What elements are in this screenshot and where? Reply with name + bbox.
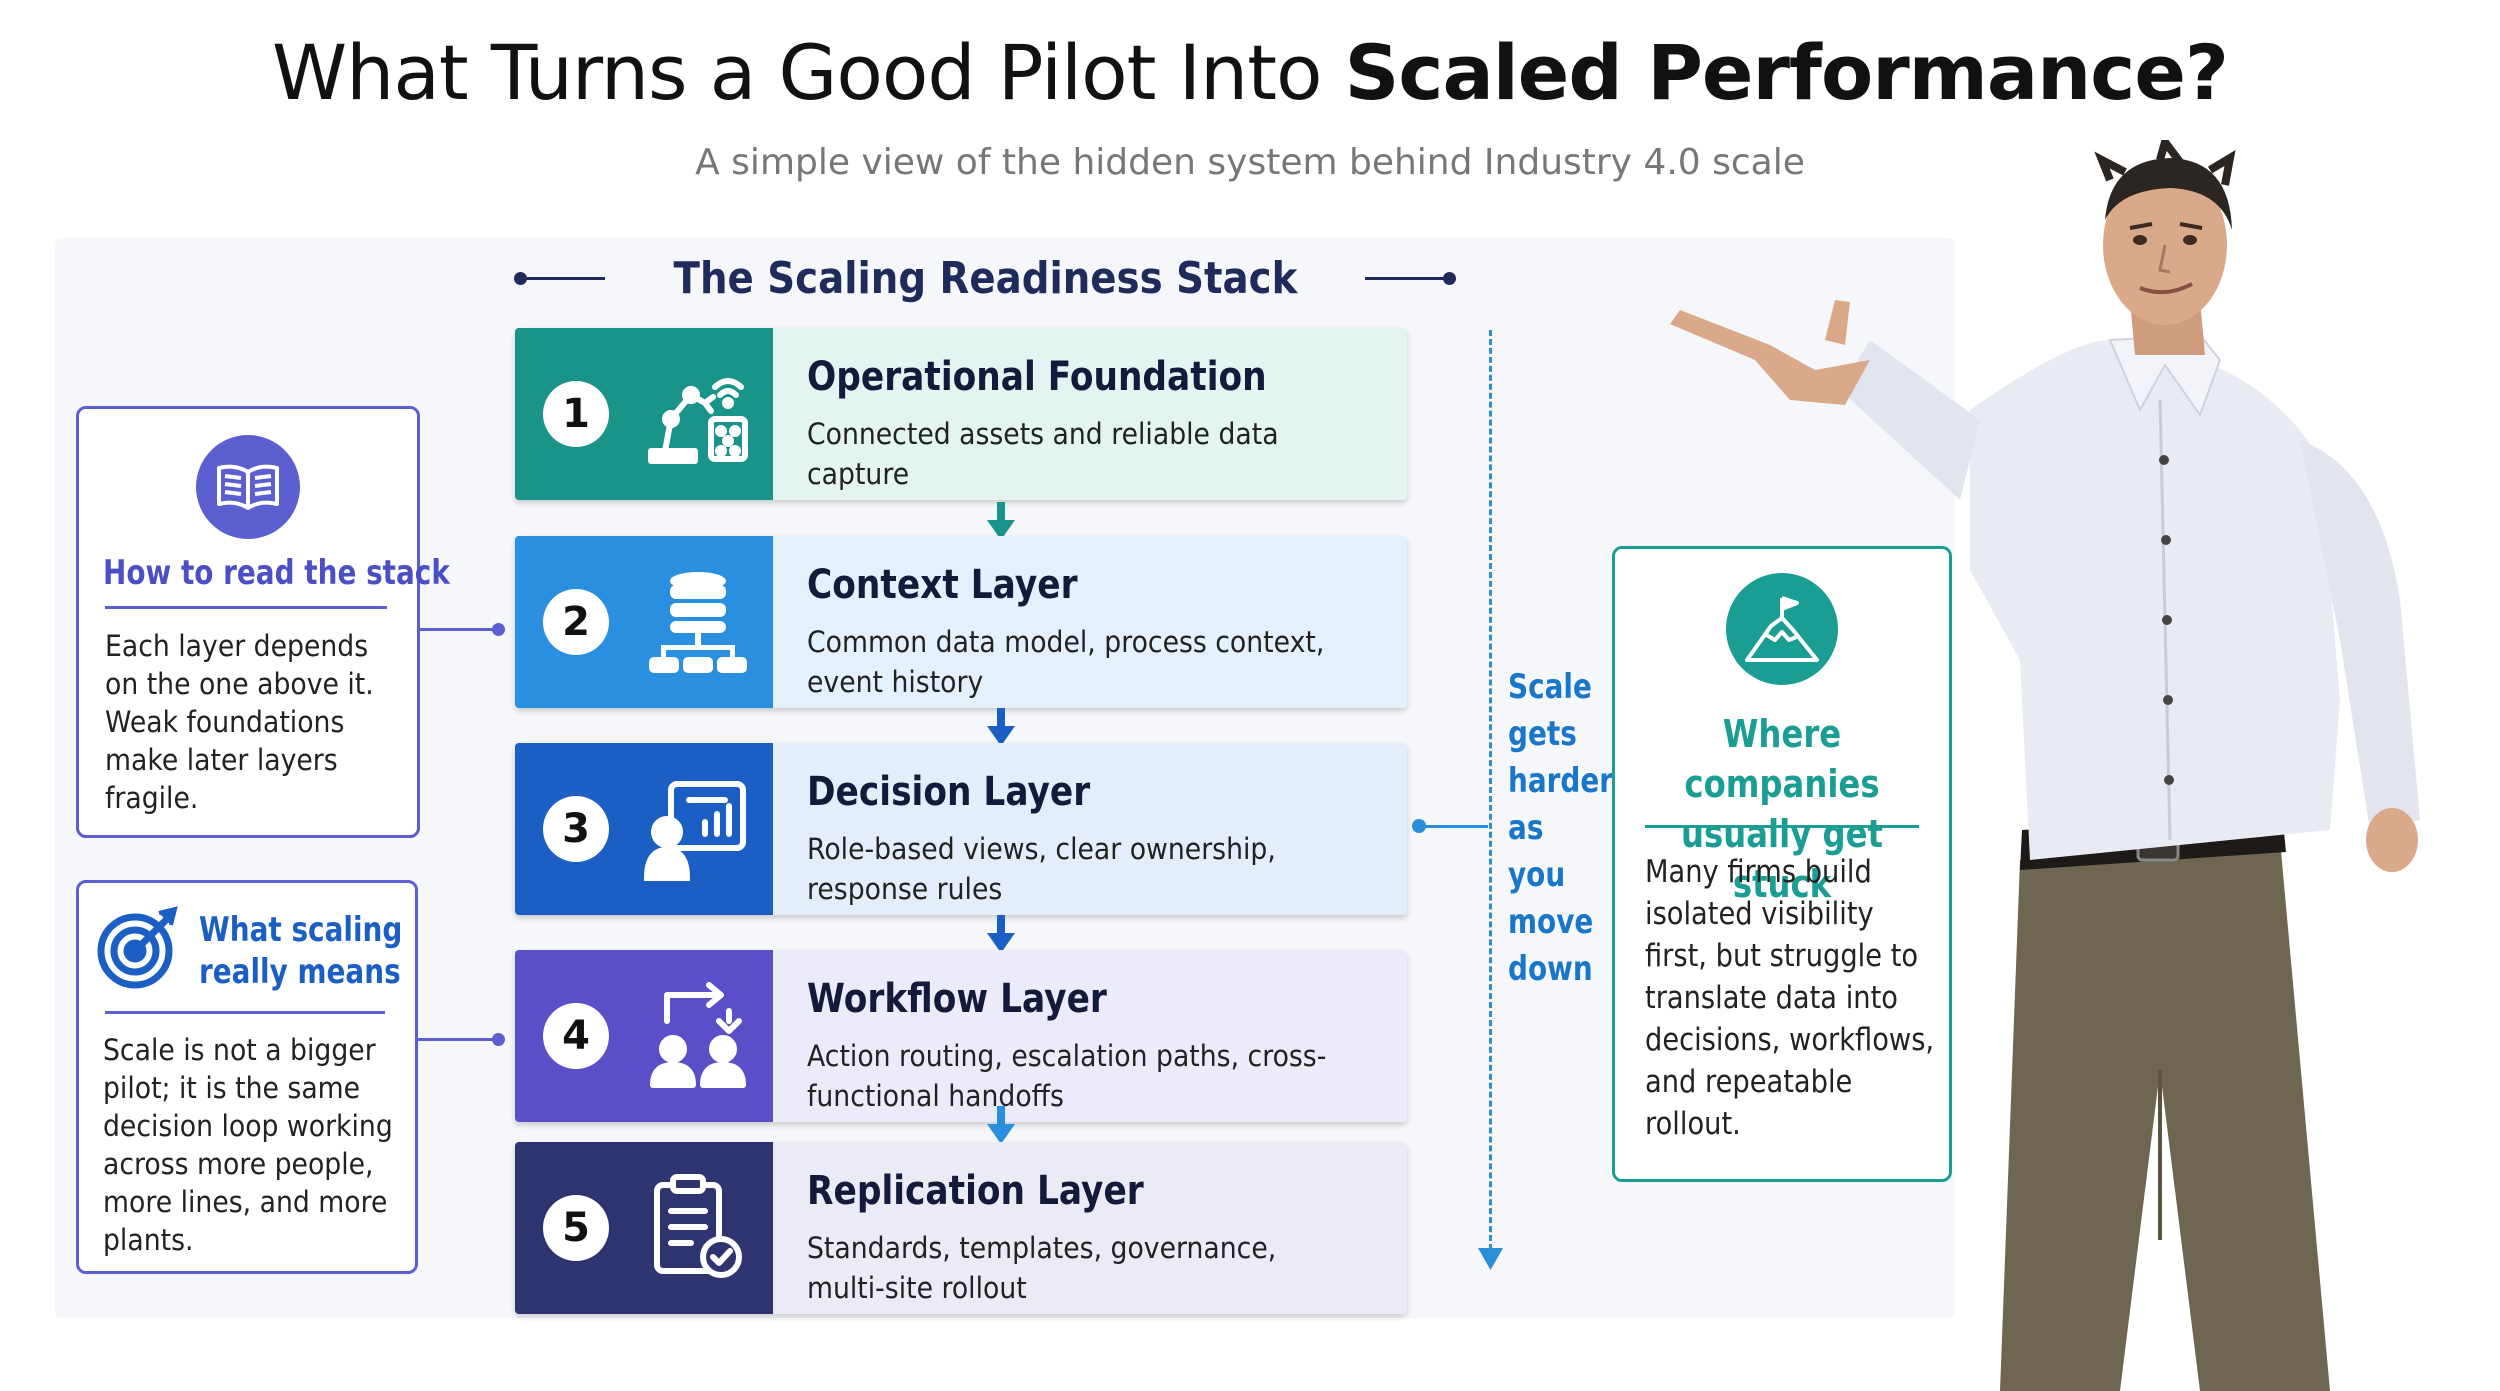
where-stuck-title: Where companies usually get stuck bbox=[1681, 712, 1883, 906]
layer-name: Replication Layer bbox=[807, 1168, 1144, 1214]
layer-description: Action routing, escalation paths, cross-… bbox=[807, 1039, 1327, 1113]
layer-number: 4 bbox=[543, 1003, 609, 1069]
layer-number: 3 bbox=[543, 796, 609, 862]
layer-context: 2 Context Layer Common data model, proce… bbox=[515, 536, 1407, 708]
what-scaling-connector bbox=[418, 1033, 505, 1046]
arrow-down-icon bbox=[987, 915, 1015, 953]
arrow-down-icon bbox=[987, 708, 1015, 746]
how-to-read-connector bbox=[420, 623, 505, 636]
layer-workflow: 4 Workflow Layer Action routing, escalat… bbox=[515, 950, 1407, 1122]
scale-note: Scale gets harder as you move down bbox=[1508, 667, 1614, 989]
layer-description: Connected assets and reliable data captu… bbox=[807, 417, 1279, 491]
heading-rule-left bbox=[514, 271, 605, 285]
page-subtitle: A simple view of the hidden system behin… bbox=[695, 142, 1805, 183]
layer-name: Operational Foundation bbox=[807, 354, 1267, 400]
what-scaling-text: Scale is not a bigger pilot; it is the s… bbox=[103, 1033, 393, 1257]
how-to-read-card: How to read the stack Each layer depends… bbox=[76, 406, 450, 838]
what-scaling-title: What scaling really means bbox=[199, 910, 403, 992]
how-to-read-title: How to read the stack bbox=[103, 553, 450, 593]
scale-connector bbox=[1418, 825, 1488, 828]
robot-arm-sensor-icon bbox=[643, 359, 753, 469]
page-title: What Turns a Good Pilot Into Scaled Perf… bbox=[272, 28, 2229, 117]
how-to-read-text: Each layer depends on the one above it. … bbox=[105, 629, 374, 815]
user-dashboard-icon bbox=[643, 774, 753, 884]
scale-direction-line bbox=[1489, 330, 1492, 1250]
arrow-down-icon bbox=[987, 1106, 1015, 1144]
arrow-down-icon bbox=[1478, 1248, 1503, 1270]
layer-number: 5 bbox=[543, 1195, 609, 1261]
what-scaling-card: What scaling really means Scale is not a… bbox=[76, 880, 418, 1274]
layer-name: Context Layer bbox=[807, 562, 1078, 608]
database-hierarchy-icon bbox=[643, 567, 753, 677]
clipboard-check-icon bbox=[643, 1173, 753, 1283]
layer-description: Common data model, process context, even… bbox=[807, 625, 1325, 699]
stack-heading: The Scaling Readiness Stack bbox=[514, 248, 1456, 308]
mountain-flag-icon bbox=[1726, 573, 1838, 685]
layer-operational-foundation: 1 Operational Foundation Connected asset… bbox=[515, 328, 1407, 500]
heading-rule-right bbox=[1365, 271, 1456, 285]
arrow-down-icon bbox=[987, 502, 1015, 540]
layer-decision: 3 Decision Layer Role-based views, clear… bbox=[515, 743, 1407, 915]
layer-replication: 5 Replication Layer Standards, templates… bbox=[515, 1142, 1407, 1314]
layer-name: Decision Layer bbox=[807, 769, 1091, 815]
scale-connector-dot bbox=[1412, 819, 1426, 833]
layer-number: 2 bbox=[543, 589, 609, 655]
layer-description: Standards, templates, governance, multi-… bbox=[807, 1231, 1277, 1305]
where-stuck-card: Where companies usually get stuck Many f… bbox=[1612, 546, 1952, 1182]
layer-name: Workflow Layer bbox=[807, 976, 1107, 1022]
layer-description: Role-based views, clear ownership, respo… bbox=[807, 832, 1276, 906]
layer-number: 1 bbox=[543, 381, 609, 447]
open-book-icon bbox=[196, 435, 300, 539]
where-stuck-text: Many firms build isolated visibility fir… bbox=[1645, 854, 1935, 1142]
people-exchange-icon bbox=[643, 981, 753, 1091]
target-icon bbox=[95, 905, 181, 991]
presenter-figure bbox=[1670, 140, 2420, 1391]
